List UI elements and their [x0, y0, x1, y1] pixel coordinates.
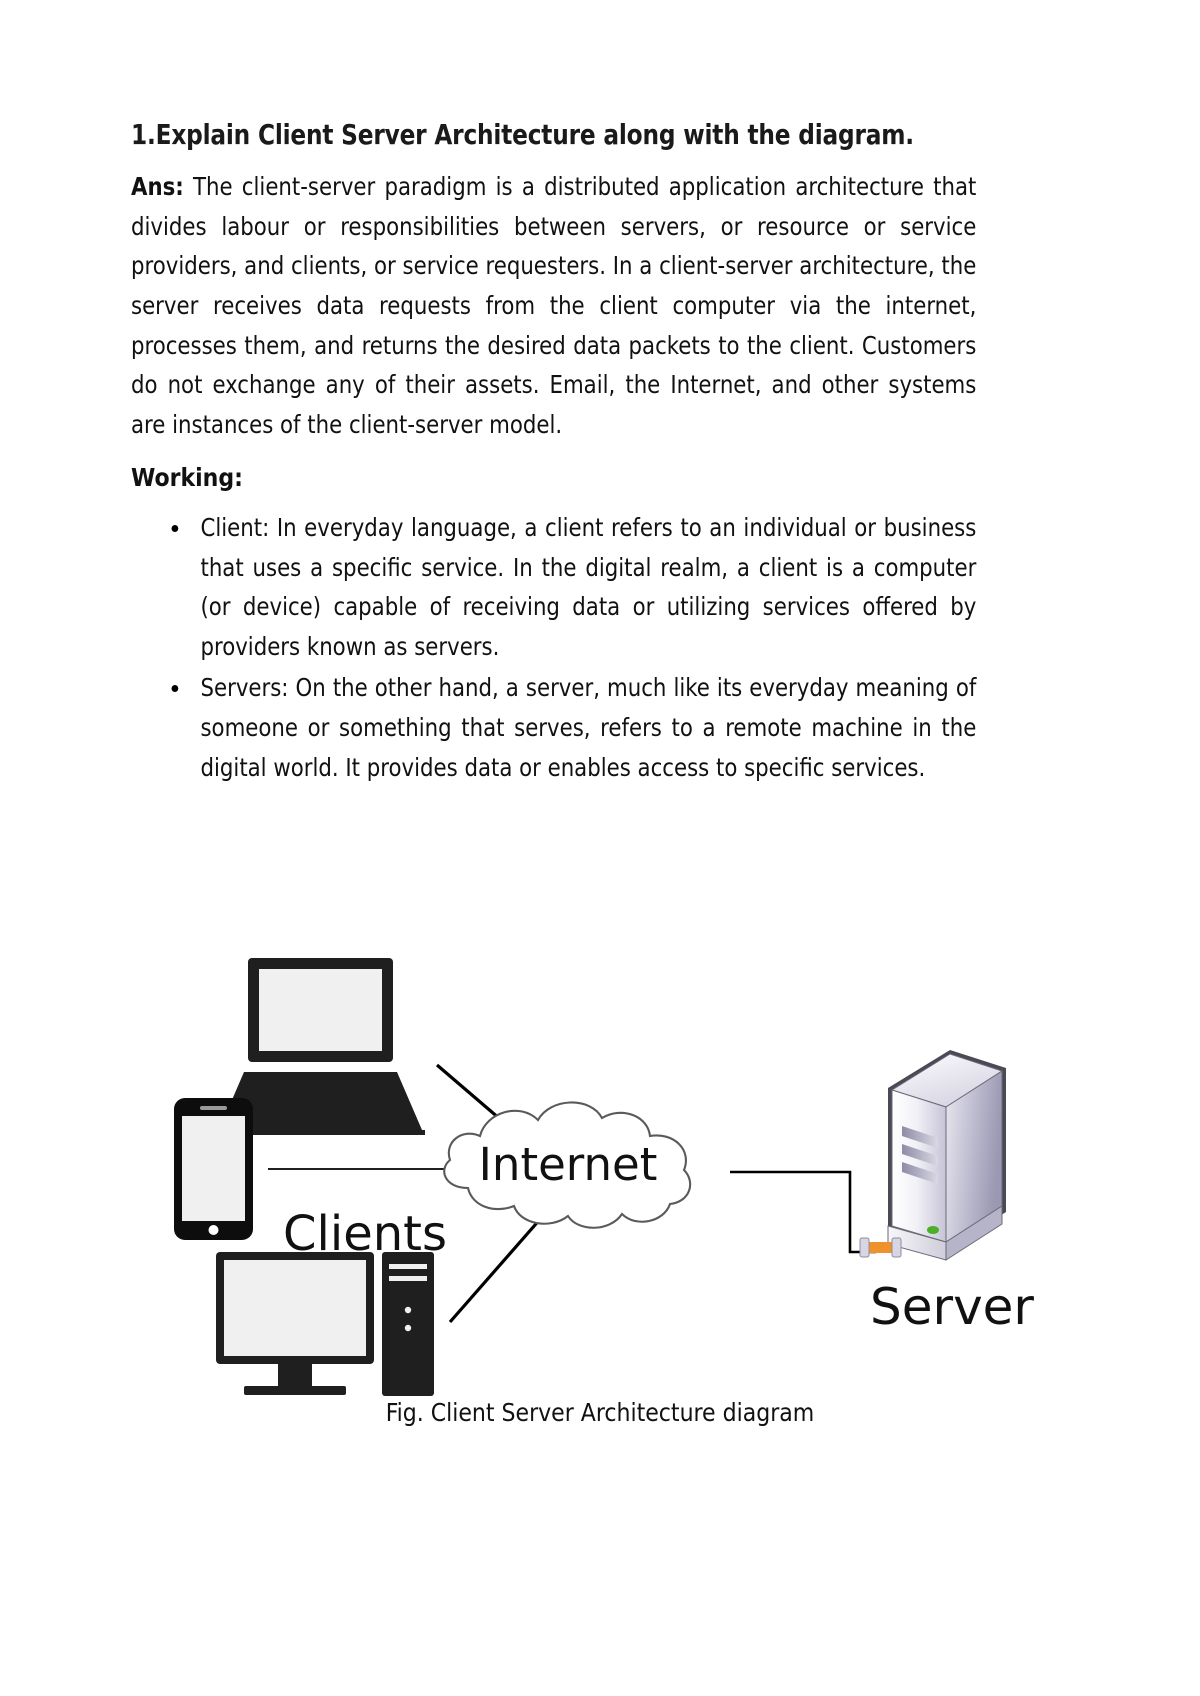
bullet-dot-icon: [171, 524, 179, 532]
tablet-icon: [174, 1098, 253, 1240]
list-item: Servers: On the other hand, a server, mu…: [131, 668, 976, 787]
list-item-text: Servers: On the other hand, a server, mu…: [200, 673, 977, 782]
document-body: 1.Explain Client Server Architecture alo…: [131, 118, 976, 789]
desktop-icon: [216, 1252, 434, 1396]
answer-paragraph: Ans: The client-server paradigm is a dis…: [131, 167, 976, 444]
server-vents-icon: [902, 1126, 938, 1184]
answer-label: Ans:: [131, 172, 184, 202]
clients-label: Clients: [283, 1206, 447, 1262]
server-label: Server: [870, 1278, 1034, 1336]
working-list: Client: In everyday language, a client r…: [131, 508, 976, 787]
server-led-icon: [927, 1226, 939, 1234]
link-desktop-cloud: [448, 1215, 544, 1324]
client-server-diagram: Internet Clients: [150, 930, 1050, 1430]
list-item-text: Client: In everyday language, a client r…: [200, 512, 977, 661]
server-icon: [859, 1050, 1006, 1261]
laptop-icon: [216, 958, 425, 1135]
working-heading: Working:: [131, 463, 243, 493]
answer-text: The client-server paradigm is a distribu…: [131, 172, 977, 439]
list-item: Client: In everyday language, a client r…: [131, 508, 976, 666]
cloud-icon: Internet: [443, 1101, 692, 1229]
link-cloud-server: [730, 1170, 876, 1254]
figure-caption: Fig. Client Server Architecture diagram: [385, 1398, 815, 1427]
cloud-label: Internet: [479, 1138, 658, 1191]
page-title: 1.Explain Client Server Architecture alo…: [131, 119, 914, 151]
server-connector-icon: [859, 1237, 902, 1258]
bullet-dot-icon: [171, 685, 179, 693]
